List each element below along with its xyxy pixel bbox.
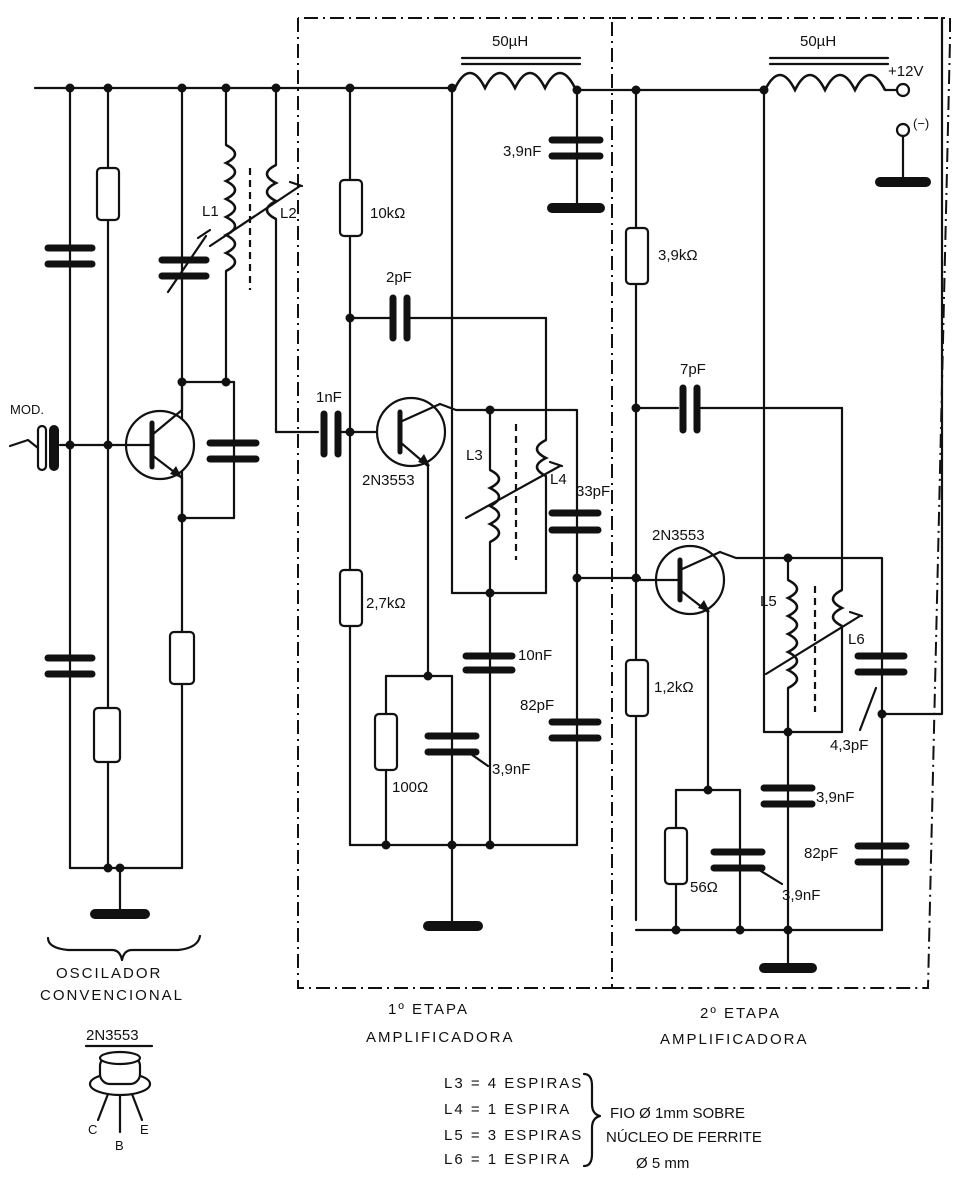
label-r-100: 100Ω — [392, 779, 428, 796]
coil-row-l4: L4 = 1 ESPIRA — [444, 1101, 571, 1118]
coil-l6 — [831, 588, 845, 628]
label-l4: L4 — [550, 471, 567, 488]
label-cap-2pf: 2pF — [386, 269, 412, 286]
coil-l3 — [487, 468, 501, 544]
label-cap-82pf-1: 82pF — [520, 697, 554, 714]
label-cap-33pf: 33pF — [576, 483, 610, 500]
label-choke-1: 50µH — [492, 33, 528, 50]
section-captions: OSCILADOR CONVENCIONAL 1º ETAPA AMPLIFIC… — [40, 965, 809, 1048]
label-cap-1nf: 1nF — [316, 389, 342, 406]
label-q1: 2N3553 — [362, 472, 415, 489]
label-mod: MOD. — [10, 402, 44, 417]
caption-stage2-line2: AMPLIFICADORA — [660, 1031, 809, 1048]
label-r-10k: 10kΩ — [370, 205, 405, 222]
choke-50uh-1 — [453, 71, 577, 91]
coil-row-l5: L5 = 3 ESPIRAS — [444, 1127, 583, 1144]
caption-stage1-line1: 1º ETAPA — [388, 1001, 469, 1018]
label-l3: L3 — [466, 447, 483, 464]
label-r-2-7k: 2,7kΩ — [366, 595, 406, 612]
transistor-pinout: 2N3553 C B E — [84, 1027, 154, 1153]
component-labels: 50µH 50µH +12V (−) 3,9nF L1 L2 10kΩ 2pF … — [10, 33, 929, 904]
coil-note-diameter: Ø 5 mm — [636, 1155, 689, 1172]
caption-stage1-line2: AMPLIFICADORA — [366, 1029, 515, 1046]
label-cap-7pf: 7pF — [680, 361, 706, 378]
coil-l5 — [785, 578, 799, 690]
pinout-title: 2N3553 — [86, 1027, 139, 1044]
label-cap-10nf: 10nF — [518, 647, 552, 664]
oscillator-section — [8, 83, 320, 962]
coil-table: L3 = 4 ESPIRAS L4 = 1 ESPIRA L5 = 3 ESPI… — [444, 1072, 762, 1172]
label-r-1-2k: 1,2kΩ — [654, 679, 694, 696]
coil-note-wire: FIO Ø 1mm SOBRE — [610, 1105, 745, 1122]
coil-row-l6: L6 = 1 ESPIRA — [444, 1151, 571, 1168]
label-cap-3-9nf-l5: 3,9nF — [816, 789, 854, 806]
stage2-border — [612, 17, 951, 989]
pin-c-label: C — [88, 1122, 97, 1137]
label-r-3-9k: 3,9kΩ — [658, 247, 698, 264]
choke-50uh-2 — [763, 73, 887, 93]
label-l2: L2 — [280, 205, 297, 222]
coil-l4 — [535, 438, 549, 478]
label-cap-4-3pf: 4,3pF — [830, 737, 868, 754]
label-l5: L5 — [760, 593, 777, 610]
mod-input-capacitor — [36, 424, 48, 472]
coil-l2 — [265, 163, 279, 221]
pin-b-label: B — [115, 1138, 124, 1153]
label-cap-82pf-2: 82pF — [804, 845, 838, 862]
coil-l1 — [223, 143, 237, 273]
label-choke-2: 50µH — [800, 33, 836, 50]
coil-row-l3: L3 = 4 ESPIRAS — [444, 1075, 583, 1092]
label-cap-3-9nf-top: 3,9nF — [503, 143, 541, 160]
label-cap-3-9nf-q2: 3,9nF — [782, 887, 820, 904]
label-cap-3-9nf-q1: 3,9nF — [492, 761, 530, 778]
caption-oscillator-line1: OSCILADOR — [56, 965, 162, 982]
label-q2: 2N3553 — [652, 527, 705, 544]
supply-rail — [33, 16, 944, 716]
pin-e-label: E — [140, 1122, 149, 1137]
stage-borders — [297, 17, 951, 989]
label-r-56: 56Ω — [690, 879, 718, 896]
caption-stage2-line1: 2º ETAPA — [700, 1005, 781, 1022]
supply-positive-terminal — [895, 82, 911, 98]
caption-oscillator-line2: CONVENCIONAL — [40, 987, 184, 1004]
label-supply-positive: +12V — [888, 63, 923, 80]
stage1-section — [320, 83, 642, 931]
label-l1: L1 — [202, 203, 219, 220]
coil-note-core: NÚCLEO DE FERRITE — [606, 1129, 762, 1146]
label-l6: L6 — [848, 631, 865, 648]
stage2-section — [624, 85, 910, 973]
supply-negative-terminal — [895, 122, 911, 138]
label-supply-negative: (−) — [913, 116, 929, 131]
